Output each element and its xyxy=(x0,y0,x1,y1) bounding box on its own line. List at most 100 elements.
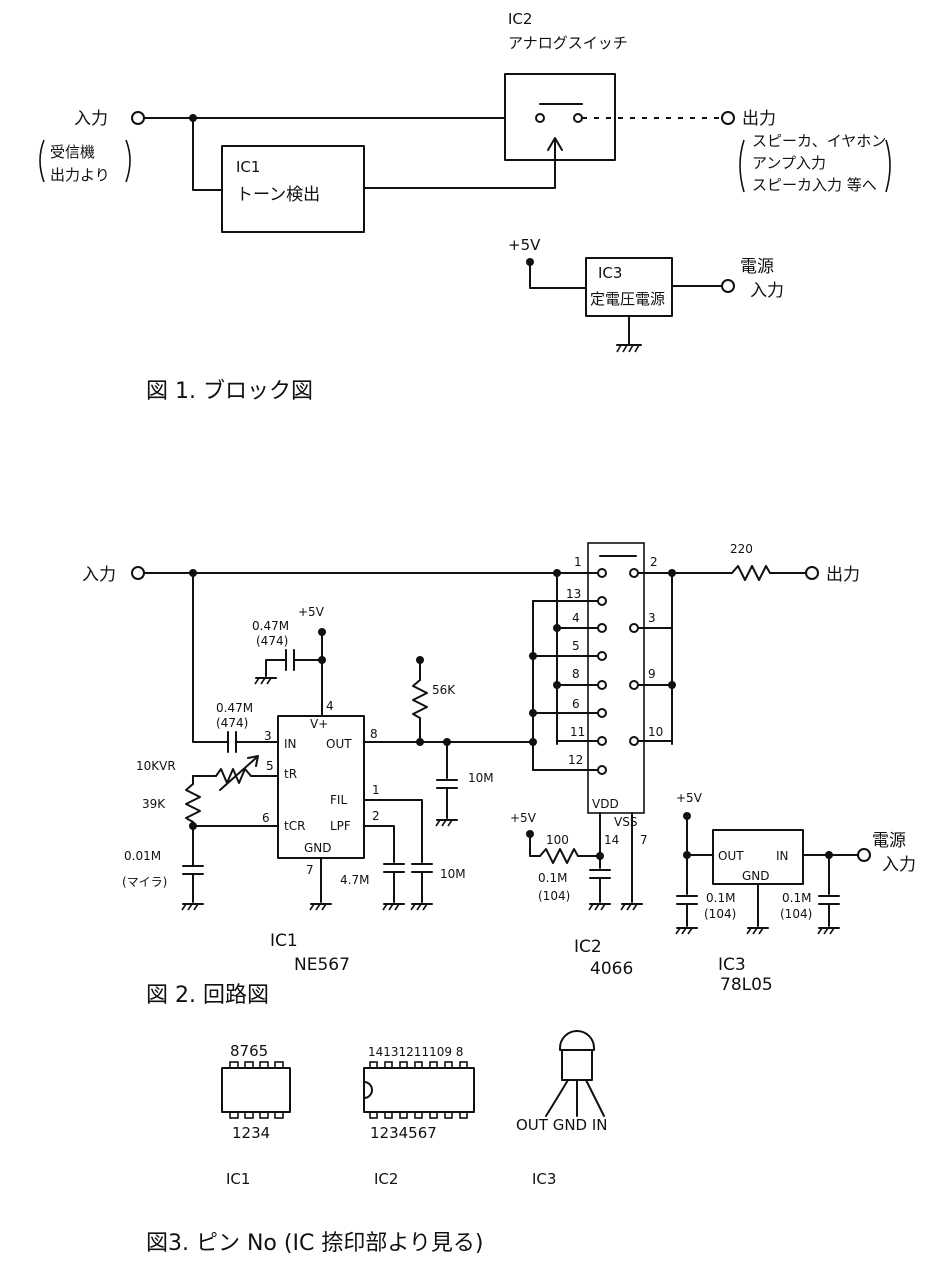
fig1-ic3-name: IC3 xyxy=(598,264,622,282)
fig1-ic1-function: トーン検出 xyxy=(236,185,320,205)
fig2-r2-resistor xyxy=(412,679,428,719)
fig1-output-note-1: スピーカ、イヤホン xyxy=(752,132,886,150)
fig2-ic1-pinno-out: 8 xyxy=(370,727,378,741)
fig3-ic2-name: IC2 xyxy=(374,1170,398,1188)
fig2-vr-resistor xyxy=(215,768,252,784)
fig2-c3-type: (マイラ) xyxy=(122,875,167,889)
fig2-ground-icon-ic1 xyxy=(309,903,332,911)
fig2-c2-wire-b xyxy=(265,659,287,677)
fig2-c5-value: 10M xyxy=(440,867,466,881)
fig2-ic1-pin-lpf: LPF xyxy=(330,819,351,833)
fig1-output-paren-left xyxy=(739,139,745,193)
fig2-c3-value: 0.01M xyxy=(124,849,161,863)
fig1-control-arrow xyxy=(547,137,563,151)
fig2-output-label: 出力 xyxy=(826,565,860,585)
fig1-switch-contact-a xyxy=(535,113,545,123)
fig3-ic2-top-pins: 14131211109 8 xyxy=(368,1045,463,1059)
fig2-sw4-contact-b xyxy=(629,736,639,746)
fig1-ic1-name: IC1 xyxy=(236,158,260,176)
fig2-vcc-label-3: +5V xyxy=(676,791,703,805)
fig1-input-paren-right xyxy=(125,139,131,183)
fig2-r1-label: 39K xyxy=(142,797,166,811)
fig2-ic2-pin12-contact xyxy=(597,765,607,775)
fig1-input-note-1: 受信機 xyxy=(50,143,95,161)
fig3-ic2-bottom-pins: 1234567 xyxy=(370,1124,437,1142)
fig2-ground-icon-c8 xyxy=(675,927,698,935)
fig2-ic2-pin5-contact xyxy=(597,651,607,661)
fig2-c8-code: (104) xyxy=(704,907,736,921)
fig2-switch1-contact-a xyxy=(597,568,607,578)
fig2-r3-resistor xyxy=(731,565,771,581)
fig2-ic2-vdd: VDD xyxy=(592,797,619,811)
fig3-ic1-package xyxy=(221,1067,291,1113)
fig2-ic1-pinno-lpf: 2 xyxy=(372,809,380,823)
fig1-switch-contact-b xyxy=(573,113,583,123)
fig2-vr-arrow-shaft xyxy=(219,757,257,791)
fig2-ic2-pin-2: 2 xyxy=(650,555,658,569)
fig3-ic1-top-pins: 8765 xyxy=(230,1042,268,1060)
fig2-ic2-part: 4066 xyxy=(590,959,633,979)
fig2-input-branch xyxy=(192,572,229,743)
fig3-ic3-lead-in xyxy=(585,1079,605,1117)
fig2-r3-label: 220 xyxy=(730,542,753,556)
fig2-ic1-pinno-fil: 1 xyxy=(372,783,380,797)
fig2-ic2-name: IC2 xyxy=(574,937,602,957)
fig2-ic1-pinno-vplus: 4 xyxy=(326,699,334,713)
fig2-ic3-pin-gnd: GND xyxy=(742,869,770,883)
fig1-caption: 図 1. ブロック図 xyxy=(146,379,313,404)
fig1-vcc-wire xyxy=(529,261,587,289)
fig2-input-label: 入力 xyxy=(82,565,116,585)
fig3-ic3-body xyxy=(561,1049,593,1081)
fig2-switch1-contact-b xyxy=(629,568,639,578)
fig2-output-terminal xyxy=(805,566,819,580)
fig3-ic1-name: IC1 xyxy=(226,1170,250,1188)
fig2-sw4-contact-a xyxy=(597,736,607,746)
fig1-ic2-name: IC2 xyxy=(508,10,532,28)
fig2-r1-resistor xyxy=(185,783,201,823)
fig2-sw3-contact-a xyxy=(597,680,607,690)
fig2-ic2-pin6-contact xyxy=(597,708,607,718)
fig1-output-note-2: アンプ入力 xyxy=(752,154,826,172)
fig2-ic3-name: IC3 xyxy=(718,955,746,975)
fig1-branch-wire xyxy=(192,117,223,191)
fig2-r4-label: 100 xyxy=(546,833,569,847)
fig2-vdd-junction xyxy=(596,852,604,860)
fig1-power-label-1: 電源 xyxy=(740,257,774,277)
fig2-ic1-pinno-cr: 6 xyxy=(262,811,270,825)
fig1-input-paren-left xyxy=(39,139,45,183)
fig2-input-terminal xyxy=(131,566,145,580)
fig2-ic1-name: IC1 xyxy=(270,931,298,951)
fig1-power-terminal xyxy=(721,279,735,293)
fig2-ic2-pin-1: 1 xyxy=(574,555,582,569)
fig2-ground-icon-c3 xyxy=(181,903,204,911)
fig2-r4-lead-a xyxy=(529,833,541,857)
fig1-ground-icon xyxy=(616,344,642,353)
fig1-input-note-2: 出力より xyxy=(50,166,110,184)
fig2-ground-icon-c6 xyxy=(435,819,458,827)
fig2-ic1-pin-gnd: GND xyxy=(304,841,332,855)
fig2-ic2-pin-3: 3 xyxy=(648,611,656,625)
fig3-ic2-pin-stubs xyxy=(369,1061,468,1119)
fig2-c7-code: (104) xyxy=(538,889,570,903)
fig2-ic1-pinno-in: 3 xyxy=(264,729,272,743)
fig2-ic1-pin-vplus: V+ xyxy=(310,717,328,731)
fig2-c1-code: (474) xyxy=(216,716,248,730)
fig2-ic1-pin-out: OUT xyxy=(326,737,352,751)
fig2-power-terminal xyxy=(857,848,871,862)
fig2-ic2-outline xyxy=(587,542,645,814)
fig3-ic2-package xyxy=(363,1067,475,1113)
fig1-input-label: 入力 xyxy=(74,109,108,129)
fig2-ground-icon-c4 xyxy=(382,903,405,911)
fig2-ground-icon-c2 xyxy=(254,677,277,685)
fig2-c9-code: (104) xyxy=(780,907,812,921)
fig2-c6-value: 10M xyxy=(468,771,494,785)
fig1-ic2-block xyxy=(504,73,616,161)
fig2-sw2-contact-a xyxy=(597,623,607,633)
fig2-vcc-label-2: +5V xyxy=(510,811,537,825)
fig2-ic1-pin-fil: FIL xyxy=(330,793,347,807)
fig2-c7-value: 0.1M xyxy=(538,871,567,885)
fig2-c9-value: 0.1M xyxy=(782,891,811,905)
fig2-ic2-pin-11: 11 xyxy=(570,725,585,739)
fig2-vr-label: 10KVR xyxy=(136,759,176,773)
